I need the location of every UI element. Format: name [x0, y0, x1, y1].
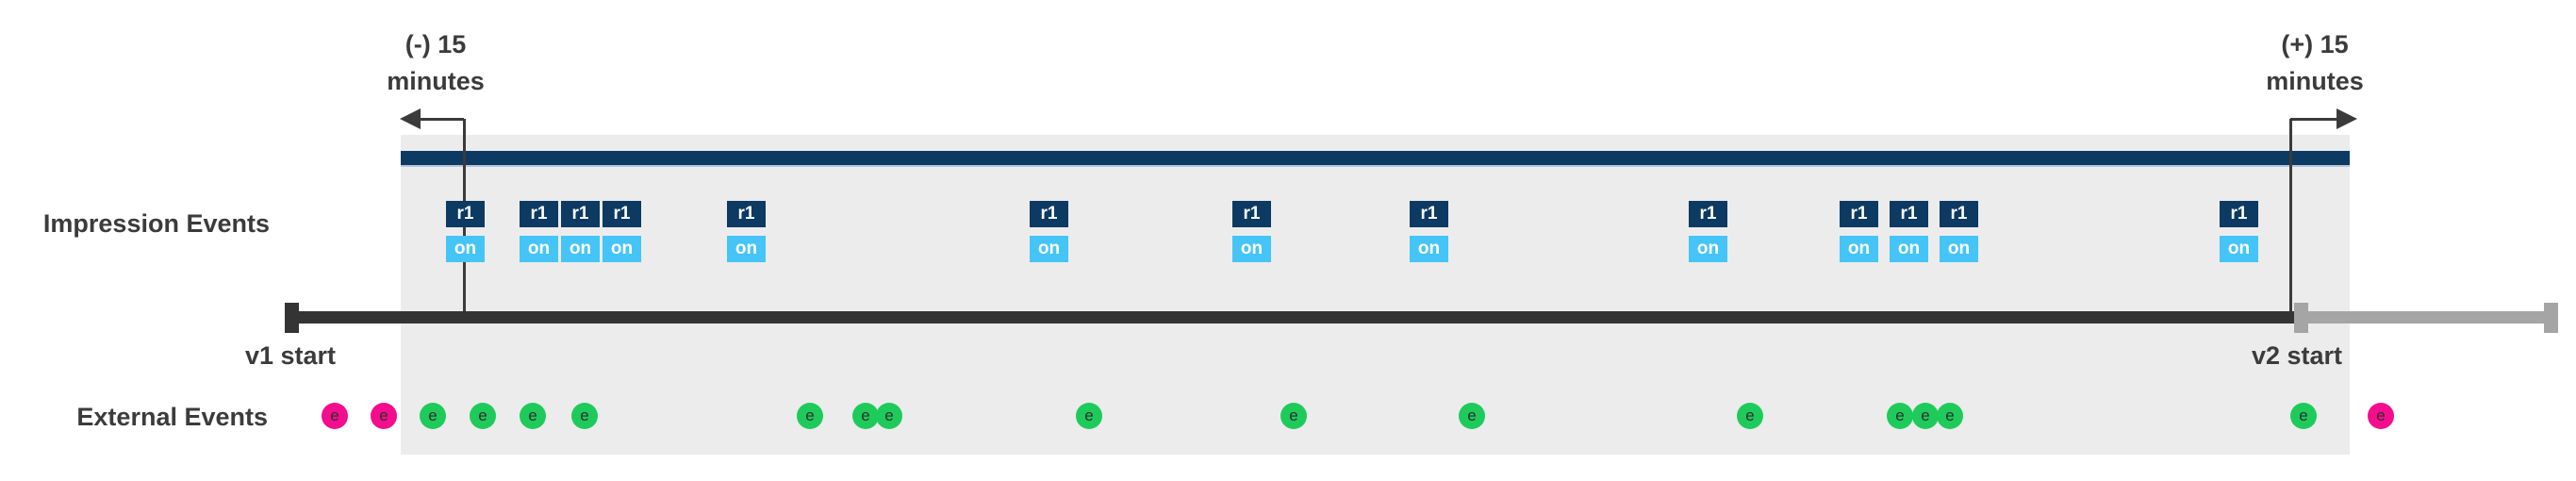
impression-r1-box: r1: [1030, 201, 1068, 227]
v1-timeline-bar: [285, 311, 2294, 323]
plus-15-arrow-line: [2290, 118, 2338, 121]
impression-r1-box: r1: [727, 201, 766, 227]
external-event-in-window: e: [1076, 403, 1102, 429]
impression-event: r1 on: [446, 201, 485, 262]
external-events-row-label: External Events: [76, 403, 268, 431]
impression-on-box: on: [1940, 236, 1978, 262]
campaign-duration-bar: [401, 151, 2350, 167]
impression-r1-box: r1: [561, 201, 600, 227]
external-event-in-window: e: [571, 403, 598, 429]
impression-r1-box: r1: [520, 201, 558, 227]
plus-15-boundary-line: [2289, 119, 2292, 311]
plus-15-minutes-label: (+) 15 minutes: [2266, 30, 2364, 95]
external-event-in-window: e: [1459, 403, 1485, 429]
impression-r1-box: r1: [1410, 201, 1448, 227]
external-event-in-window: e: [470, 403, 496, 429]
external-event-in-window: e: [1280, 403, 1307, 429]
external-event-out-of-window: e: [322, 403, 348, 429]
external-event-out-of-window: e: [371, 403, 397, 429]
impression-event: r1 on: [1030, 201, 1068, 262]
impression-on-box: on: [2220, 236, 2258, 262]
external-event-in-window: e: [797, 403, 823, 429]
impression-on-box: on: [1840, 236, 1878, 262]
impression-event: r1 on: [603, 201, 641, 262]
impression-on-box: on: [1689, 236, 1727, 262]
impression-on-box: on: [1890, 236, 1928, 262]
impression-event: r1 on: [727, 201, 766, 262]
impression-on-box: on: [727, 236, 766, 262]
impression-on-box: on: [446, 236, 485, 262]
impression-r1-box: r1: [1940, 201, 1978, 227]
impression-r1-box: r1: [1890, 201, 1928, 227]
impression-on-box: on: [561, 236, 600, 262]
right-arrowhead-icon: [2337, 108, 2357, 129]
impression-events-row-label: Impression Events: [42, 209, 270, 238]
external-event-in-window: e: [2290, 403, 2317, 429]
impression-event: r1 on: [1689, 201, 1727, 262]
external-event-in-window: e: [1737, 403, 1763, 429]
impression-event: r1 on: [520, 201, 558, 262]
impression-event: r1 on: [1232, 201, 1271, 262]
v2-timeline-bar: [2294, 311, 2558, 323]
impression-r1-box: r1: [1689, 201, 1727, 227]
impression-on-box: on: [1232, 236, 1271, 262]
external-event-in-window: e: [876, 403, 902, 429]
left-arrowhead-icon: [400, 108, 421, 129]
impression-r1-box: r1: [1232, 201, 1271, 227]
external-event-in-window: e: [852, 403, 879, 429]
v2-start-label: v2 start: [2251, 341, 2343, 370]
impression-event: r1 on: [1940, 201, 1978, 262]
external-event-out-of-window: e: [2368, 403, 2394, 429]
impression-event: r1 on: [561, 201, 600, 262]
external-event-in-window: e: [520, 403, 546, 429]
v1-start-cap: [285, 303, 299, 333]
impression-event: r1 on: [1410, 201, 1448, 262]
external-event-in-window: e: [420, 403, 446, 429]
impression-on-box: on: [1030, 236, 1068, 262]
impression-r1-box: r1: [1840, 201, 1878, 227]
impression-on-box: on: [603, 236, 641, 262]
minus-15-arrow-line: [419, 118, 464, 121]
impression-r1-box: r1: [2220, 201, 2258, 227]
v2-end-cap: [2544, 303, 2558, 333]
impression-r1-box: r1: [446, 201, 485, 227]
impression-event: r1 on: [1840, 201, 1878, 262]
impression-on-box: on: [520, 236, 558, 262]
minus-15-minutes-label: (-) 15 minutes: [387, 30, 485, 95]
impression-event: r1 on: [2220, 201, 2258, 262]
impression-r1-box: r1: [603, 201, 641, 227]
impression-event: r1 on: [1890, 201, 1928, 262]
v2-start-cap: [2294, 303, 2308, 333]
v1-start-label: v1 start: [244, 341, 337, 370]
external-event-in-window: e: [1937, 403, 1963, 429]
impression-on-box: on: [1410, 236, 1448, 262]
external-event-in-window: e: [1912, 403, 1939, 429]
experiment-window-band: [401, 135, 2350, 455]
external-event-in-window: e: [1887, 403, 1913, 429]
